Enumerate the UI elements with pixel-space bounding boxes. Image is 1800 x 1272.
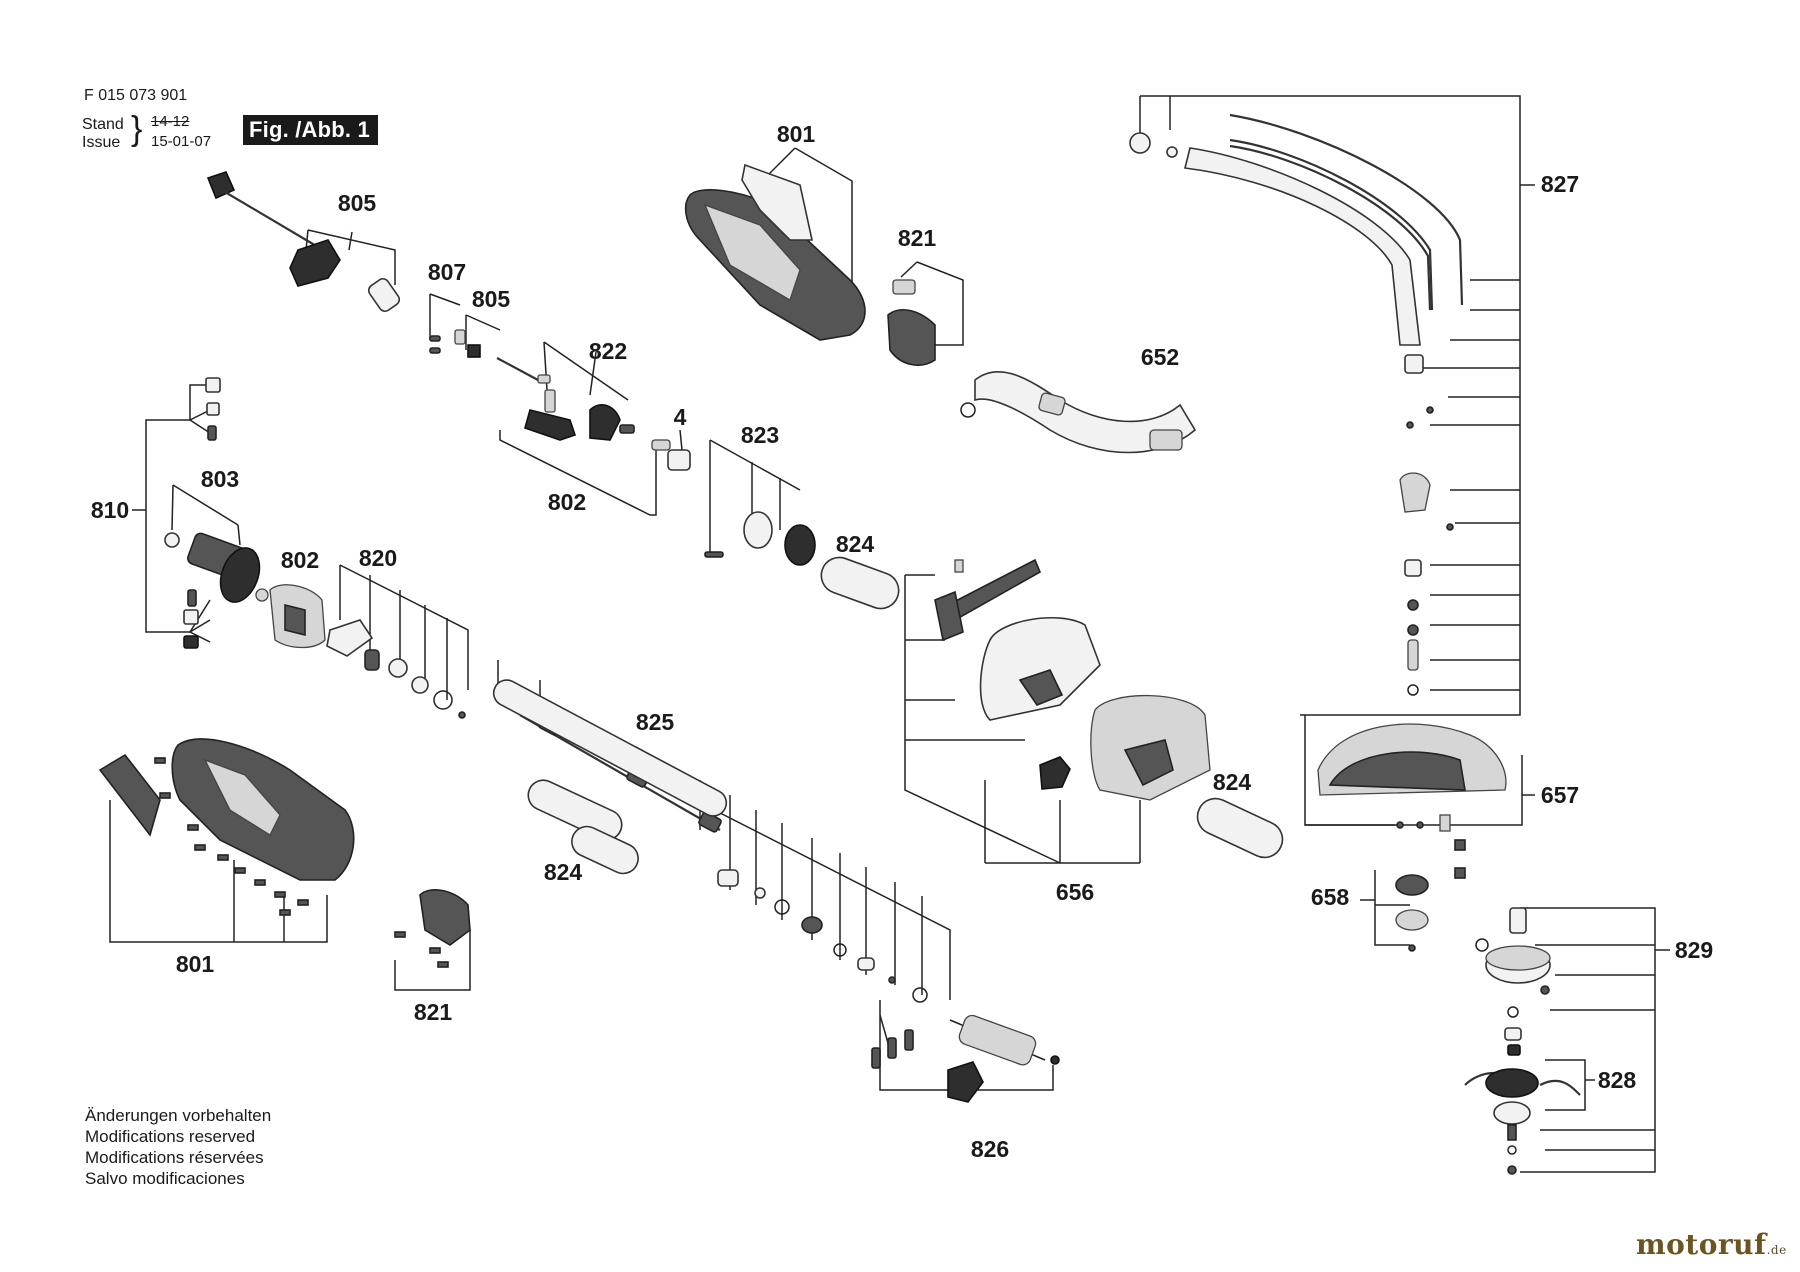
callout-805-top: 805 <box>338 190 377 216</box>
part-number: F 015 073 901 <box>84 87 188 104</box>
stand-label: Stand <box>82 116 124 133</box>
callout-810: 810 <box>91 497 129 523</box>
callout-652: 652 <box>1141 344 1179 370</box>
callout-657: 657 <box>1541 782 1579 808</box>
part-805-cable-plug <box>206 171 401 313</box>
issue-label: Issue <box>82 134 121 151</box>
callout-829: 829 <box>1675 937 1713 963</box>
callout-802-mid: 802 <box>548 489 586 515</box>
watermark-suffix: .de <box>1766 1243 1787 1257</box>
callout-820: 820 <box>359 545 397 571</box>
part-821-connector <box>394 889 471 968</box>
note-english: Modifications reserved <box>85 1127 256 1146</box>
callout-656: 656 <box>1056 879 1094 905</box>
callout-805-mid: 805 <box>472 286 511 312</box>
callout-826: 826 <box>971 1136 1009 1162</box>
part-4-bushing <box>651 439 691 471</box>
callout-822: 822 <box>589 338 627 364</box>
callout-802-left: 802 <box>281 547 319 573</box>
leader-lines <box>109 95 1670 1173</box>
part-824-tube-c <box>1196 797 1284 859</box>
part-805-spring <box>496 357 551 384</box>
part-657-grass-guard <box>1317 723 1507 879</box>
part-652-shoulder-strap <box>960 370 1197 454</box>
callout-827: 827 <box>1541 171 1579 197</box>
part-658-spool-hub <box>1395 874 1429 952</box>
callout-807: 807 <box>428 259 466 285</box>
part-802-stator <box>269 584 326 649</box>
screws-801 <box>154 757 309 916</box>
part-823-collar <box>704 511 816 566</box>
part-801-housing-half <box>684 163 866 341</box>
callout-824-a: 824 <box>836 531 875 557</box>
callout-801-bottom: 801 <box>176 951 215 977</box>
part-801-motor-housing <box>98 738 355 916</box>
note-french: Modifications réservées <box>85 1148 264 1167</box>
note-german: Änderungen vorbehalten <box>85 1106 272 1125</box>
callout-823: 823 <box>741 422 779 448</box>
callout-801-top: 801 <box>777 121 816 147</box>
callout-labels: 801 805 821 807 805 652 822 4 823 802 81… <box>91 121 1713 1162</box>
part-824-tube-a <box>820 556 900 610</box>
issue-value: 15-01-07 <box>151 133 212 150</box>
part-826-coupler <box>871 1014 1060 1103</box>
part-829-trimmer-head <box>1475 907 1551 1056</box>
watermark-logo: motoruf.de <box>1636 1228 1787 1261</box>
callout-4: 4 <box>674 404 687 430</box>
figure-label: Fig. /Abb. 1 <box>243 115 378 145</box>
part-827-bent-tube <box>1129 113 1464 696</box>
header-brace: } <box>131 110 143 148</box>
note-spanish: Salvo modificaciones <box>85 1169 245 1188</box>
part-807-screws <box>429 329 481 358</box>
part-656-auxiliary-handle <box>934 558 1211 801</box>
part-828-spool <box>1464 1068 1581 1175</box>
part-803-armature <box>164 532 269 603</box>
callout-658: 658 <box>1311 884 1350 910</box>
callout-803: 803 <box>201 466 239 492</box>
callout-824-c: 824 <box>1213 769 1252 795</box>
part-820-bearing-set <box>326 619 466 719</box>
callout-828: 828 <box>1598 1067 1637 1093</box>
part-810-brush-hardware <box>183 377 221 649</box>
part-822-switch <box>524 389 635 441</box>
callout-821-top: 821 <box>898 225 937 251</box>
callout-825: 825 <box>636 709 675 735</box>
part-825-drive-shaft <box>492 679 928 1003</box>
part-821-clip <box>887 279 936 366</box>
watermark-text: motoruf <box>1636 1228 1767 1261</box>
notes-block: Änderungen vorbehalten Modifications res… <box>85 1105 271 1189</box>
callout-824-b: 824 <box>544 859 583 885</box>
stand-value: 14-12 <box>151 113 190 130</box>
part-824-tube-b <box>527 779 639 875</box>
callout-821-bottom: 821 <box>414 999 453 1025</box>
